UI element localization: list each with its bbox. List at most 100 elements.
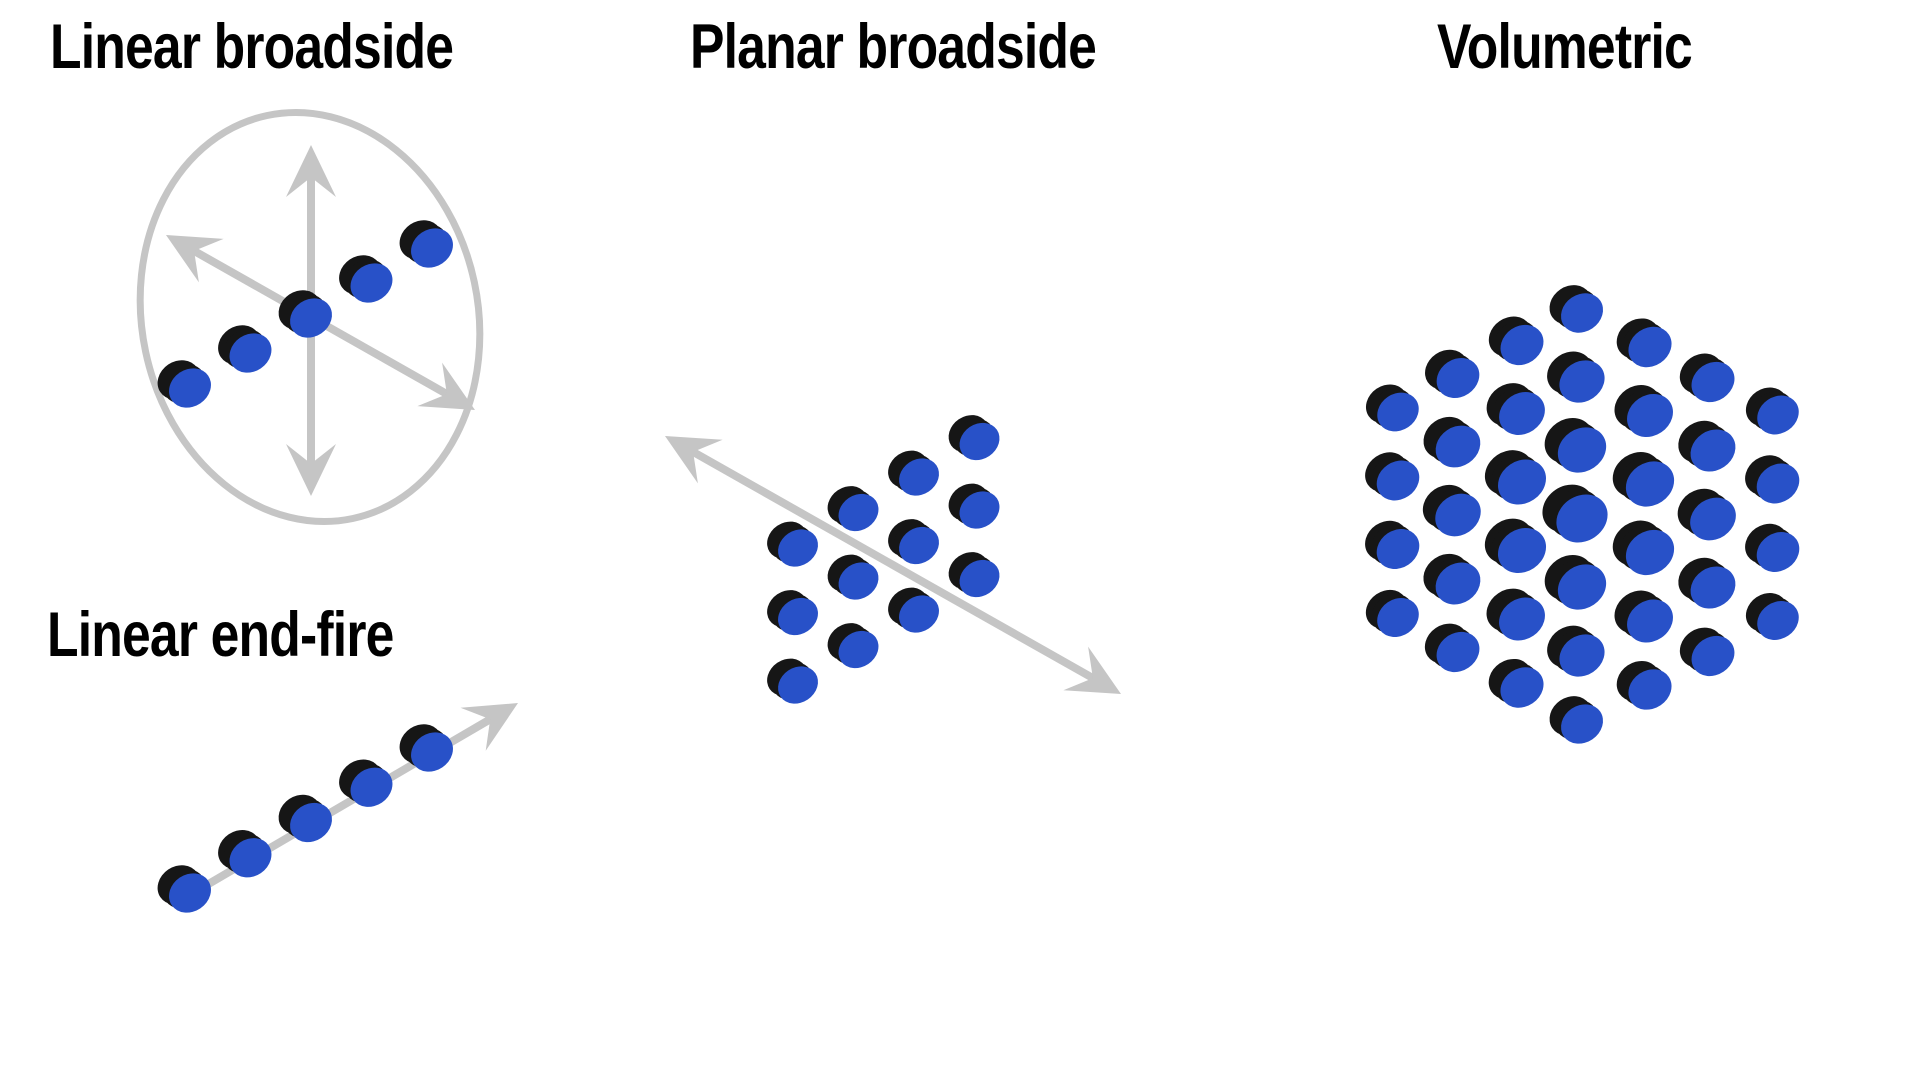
array-element-disc — [948, 483, 1000, 529]
disc-ellipse — [778, 529, 818, 567]
title-volumetric: Volumetric — [1437, 12, 1693, 82]
array-element-disc — [1365, 520, 1420, 569]
array-element-disc — [1614, 385, 1673, 438]
array-element-disc — [1486, 383, 1545, 435]
disc-ellipse — [1498, 459, 1546, 505]
disc-ellipse — [1500, 667, 1544, 708]
array-element-disc — [1678, 420, 1736, 472]
array-element-disc — [1612, 452, 1675, 507]
array-element-disc — [1614, 590, 1673, 643]
disc-ellipse — [350, 263, 393, 303]
disc-ellipse — [1627, 599, 1673, 643]
array-element-disc — [399, 220, 453, 268]
array-element-disc — [339, 759, 393, 807]
array-element-disc — [948, 415, 1000, 461]
array-element-disc — [1549, 285, 1604, 333]
array-element-disc — [157, 360, 211, 408]
disc-ellipse — [1376, 460, 1420, 501]
disc-ellipse — [290, 298, 332, 338]
disc-ellipse — [290, 802, 332, 843]
disc-ellipse — [1435, 562, 1481, 605]
disc-ellipse — [1499, 392, 1545, 435]
disc-ellipse — [1628, 669, 1672, 710]
arrowhead — [417, 362, 475, 410]
array-element-disc — [278, 290, 332, 338]
disc-ellipse — [350, 767, 393, 807]
array-element-disc — [1616, 660, 1672, 710]
array-element-disc — [218, 829, 272, 878]
array-element-disc — [1547, 351, 1605, 403]
disc-ellipse — [411, 732, 453, 772]
disc-ellipse — [899, 526, 939, 565]
disc-ellipse — [1628, 326, 1672, 368]
disc-ellipse — [1561, 704, 1603, 744]
disc-ellipse — [1690, 497, 1736, 541]
disc-ellipse — [1559, 634, 1605, 677]
array-element-disc — [1488, 316, 1544, 366]
disc-ellipse — [959, 491, 1000, 529]
arrowhead — [166, 235, 224, 283]
disc-ellipse — [1557, 564, 1607, 610]
disc-ellipse — [1436, 358, 1480, 398]
array-element-disc — [888, 450, 939, 496]
disc-ellipse — [1377, 598, 1419, 637]
array-element-disc — [827, 554, 879, 600]
array-element-disc — [1424, 623, 1480, 673]
arrowhead — [286, 444, 336, 496]
disc-ellipse — [229, 333, 272, 373]
arrowhead — [286, 145, 336, 197]
array-element-disc — [1679, 627, 1735, 677]
disc-ellipse — [1497, 527, 1547, 574]
disc-ellipse — [1435, 493, 1481, 537]
arrowhead — [1063, 646, 1121, 694]
array-element-disc — [1484, 518, 1547, 574]
array-element-disc — [767, 590, 818, 636]
array-element-disc — [1365, 452, 1420, 501]
disc-ellipse — [169, 368, 211, 408]
array-element-disc — [1484, 450, 1546, 505]
arrow-shaft — [685, 445, 1101, 685]
disc-ellipse — [1690, 566, 1736, 609]
array-element-disc — [1544, 555, 1607, 610]
array-element-disc — [1612, 520, 1675, 576]
array-element-disc — [1745, 387, 1799, 435]
disc-ellipse — [778, 666, 818, 704]
array-element-disc — [1547, 625, 1605, 677]
disc-ellipse — [1690, 429, 1736, 472]
arrowhead — [665, 436, 723, 484]
array-element-disc — [339, 255, 393, 303]
array-element-disc — [157, 865, 211, 913]
arrowhead — [460, 703, 518, 751]
disc-ellipse — [1377, 392, 1419, 432]
array-element-disc — [1745, 455, 1800, 504]
array-element-disc — [767, 658, 818, 704]
disc-ellipse — [1756, 532, 1800, 572]
disc-ellipse — [1691, 361, 1735, 403]
disc-ellipse — [899, 595, 939, 633]
title-planar-broadside: Planar broadside — [690, 12, 1097, 82]
disc-ellipse — [1436, 631, 1480, 673]
array-element-disc — [278, 794, 332, 843]
disc-ellipse — [229, 838, 272, 878]
array-element-disc — [827, 486, 879, 532]
disc-ellipse — [1500, 324, 1544, 366]
array-element-disc — [218, 325, 272, 373]
array-element-disc — [1677, 488, 1736, 541]
disc-ellipse — [1435, 425, 1481, 468]
array-element-disc — [1486, 588, 1545, 641]
array-element-disc — [1549, 696, 1603, 744]
disc-ellipse — [1625, 529, 1675, 576]
disc-ellipse — [959, 559, 1000, 598]
disc-ellipse — [1627, 393, 1673, 438]
array-element-disc — [1423, 553, 1481, 605]
array-element-disc — [1425, 349, 1480, 398]
array-element-disc — [888, 587, 939, 633]
array-element-disc — [1745, 592, 1799, 640]
planar-normal-axis-arrow — [665, 436, 1121, 694]
array-element-disc — [1423, 416, 1481, 468]
disc-ellipse — [1757, 395, 1799, 435]
disc-ellipse — [1560, 293, 1604, 333]
title-linear-broadside: Linear broadside — [50, 12, 454, 82]
array-element-disc — [1678, 557, 1736, 609]
